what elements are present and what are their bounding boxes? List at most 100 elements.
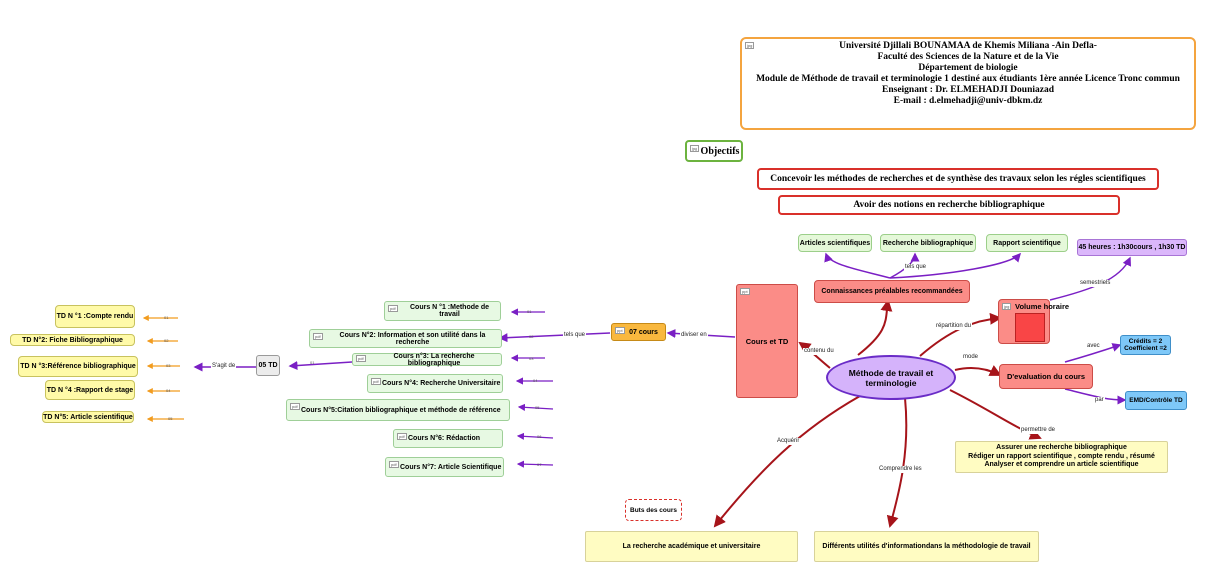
cours-item-7[interactable]: pdf Cours N°7: Article Scientifique [385,457,504,477]
edge-cours-td [798,341,831,369]
volume-node[interactable]: jpg Volume horaire [998,299,1069,344]
cours-code-1: 01 [527,309,532,314]
cours-item-3[interactable]: pdf Cours n°3: La recherche bibliographi… [352,352,502,367]
jpg-icon: jpg [690,145,700,152]
buts-label: Buts des cours [630,506,677,514]
buts-node[interactable]: Buts des cours [625,499,682,521]
pdf-icon: pdf [397,433,407,440]
prereq-articles[interactable]: Articles scientifiques [798,234,872,252]
td-item-5[interactable]: TD N°5: Article scientifique [42,411,134,423]
pdf-icon: pdf [290,403,300,410]
td-item-4[interactable]: TD N °4 :Rapport de stage [45,380,135,400]
cours-item-2[interactable]: pdf Cours N°2: Information et son utilit… [309,329,502,348]
td-code-1: 01 [164,315,169,320]
cours-code-3: 03 [529,356,534,361]
edge-prereq [857,299,893,356]
edge-label-repartition: répartition du [935,323,973,330]
prereq-node[interactable]: Connaissances préalables recommandées [814,280,970,303]
edge-label-semestriels: semestriels [1079,280,1112,287]
edge-label-mode: mode [962,354,980,361]
ppt-icon: ppt [740,288,750,295]
evaluation-node[interactable]: D'evaluation du cours [999,364,1093,389]
central-topic[interactable]: Méthode de travail et terminologie [826,355,956,400]
cours-code-4: 04 [533,378,538,383]
ppt-icon: ppt [615,327,625,334]
td-item-2-label: TD N°2: Fiche Bibliographique [22,336,123,344]
volume-detail[interactable]: 45 heures : 1h30cours , 1h30 TD [1077,239,1187,256]
cours-item-6-label: Cours N°6: Rédaction [408,435,481,442]
credits-node[interactable]: Crédits = 2 Coefficient =2 [1120,335,1171,355]
cours-count-node[interactable]: ppt 07 cours [611,323,666,341]
prereq-rapport[interactable]: Rapport scientifique [986,234,1068,252]
td-item-1-label: TD N °1 :Compte rendu [56,313,134,320]
td-item-1[interactable]: TD N °1 :Compte rendu [55,305,135,328]
td-count-node[interactable]: 05 TD [256,355,280,376]
volume-detail-label: 45 heures : 1h30cours , 1h30 TD [1078,244,1186,251]
td-code-3: 03 [166,363,171,368]
edge-comprendre [886,397,908,528]
comprendre-node[interactable]: Différents utilités d'informationdans la… [814,531,1039,562]
cours-item-1-label: Cours N °1 :Methode de travail [409,304,490,318]
edge-prereq-items [824,252,891,279]
comprendre-label: Différents utilités d'informationdans la… [822,543,1031,550]
td-item-2[interactable]: TD N°2: Fiche Bibliographique [10,334,135,346]
edge-label-tels-que-top: tels que [904,264,928,271]
header-line-2: Faculté des Sciences de la Nature et de … [877,52,1059,62]
objectif-1-text: Concevoir les méthodes de recherches et … [770,174,1146,184]
header-line-3: Département de biologie [918,63,1018,73]
edge-avec [1064,343,1122,363]
edge-acquerir [713,395,861,528]
objectifs-node[interactable]: jpg Objectifs [685,140,743,162]
university-header-box: jpg Université Djillali BOUNAMAA de Khem… [740,37,1196,130]
edge-label-par: par [1094,397,1105,404]
cours-item-5[interactable]: pdf Cours N°5:Citation bibliographique e… [286,399,510,421]
prereq-recherche[interactable]: Recherche bibliographique [880,234,976,252]
cours-item-2-label: Cours N°2: Information et son utilité da… [339,331,486,346]
cours-item-3-label: Cours n°3: La recherche bibliographique [393,352,475,367]
cours-code-2: 02 [529,334,534,339]
td-count-label: 05 TD [258,362,278,369]
pdf-icon: pdf [313,333,323,340]
cours-code-5: 05 [535,405,540,410]
credits-line-2: Coefficient =2 [1124,345,1167,352]
cours-item-1[interactable]: pdf Cours N °1 :Methode de travail [384,301,501,321]
prereq-articles-label: Articles scientifiques [799,239,871,247]
objectif-2[interactable]: Avoir des notions en recherche bibliogra… [778,195,1120,215]
acquerir-node[interactable]: La recherche académique et universitaire [585,531,798,562]
edge-semestriels [1049,256,1131,301]
evaluation-label: D'evaluation du cours [1006,372,1086,381]
pdf-icon: pdf [388,305,398,312]
td-code-link: 01 [310,360,315,365]
edge-label-permettre: permettre de [1020,427,1057,434]
acquerir-label: La recherche académique et universitaire [622,543,761,550]
permettre-node[interactable]: Assurer une recherche bibliographique Ré… [955,441,1168,473]
header-line-4: Module de Méthode de travail et terminol… [756,74,1180,84]
central-topic-label: Méthode de travail et terminologie [848,367,934,388]
cours-td-label: Cours et TD [745,336,789,346]
volume-image [1015,313,1045,342]
header-line-6: E-mail : d.elmehadji@univ-dbkm.dz [893,96,1043,106]
cours-item-4-label: Cours N°4: Recherche Universitaire [382,380,501,387]
cours-item-4[interactable]: pdf Cours N°4: Recherche Universitaire [367,374,503,393]
jpg-icon: jpg [1002,303,1012,310]
emd-label: EMD/Contrôle TD [1129,397,1183,404]
edge-label-acquerir: Acquérir [776,438,801,445]
emd-node[interactable]: EMD/Contrôle TD [1125,391,1187,410]
permettre-line-2: Rédiger un rapport scientifique , compte… [968,452,1155,460]
edge-par [1064,388,1127,405]
objectif-1[interactable]: Concevoir les méthodes de recherches et … [757,168,1159,190]
pdf-icon: pdf [371,378,381,385]
pdf-icon: pdf [356,355,366,362]
cours-td-node[interactable]: ppt Cours et TD [736,284,798,398]
td-item-5-label: TD N°5: Article scientifique [43,413,133,421]
td-code-2: 02 [164,338,169,343]
td-item-3[interactable]: TD N °3:Référence bibliographique [18,356,138,377]
prereq-label: Connaissances préalables recommandées [821,288,963,295]
edge-label-diviser: diviser en [680,332,708,339]
volume-label: Volume horaire [1015,302,1070,311]
cours-item-6[interactable]: pdf Cours N°6: Rédaction [393,429,503,448]
permettre-line-3: Analyser et comprendre un article scient… [984,461,1139,469]
td-code-5: 05 [168,416,173,421]
edge-evaluation [954,365,1002,376]
cours-count-label: 07 cours [629,328,658,336]
